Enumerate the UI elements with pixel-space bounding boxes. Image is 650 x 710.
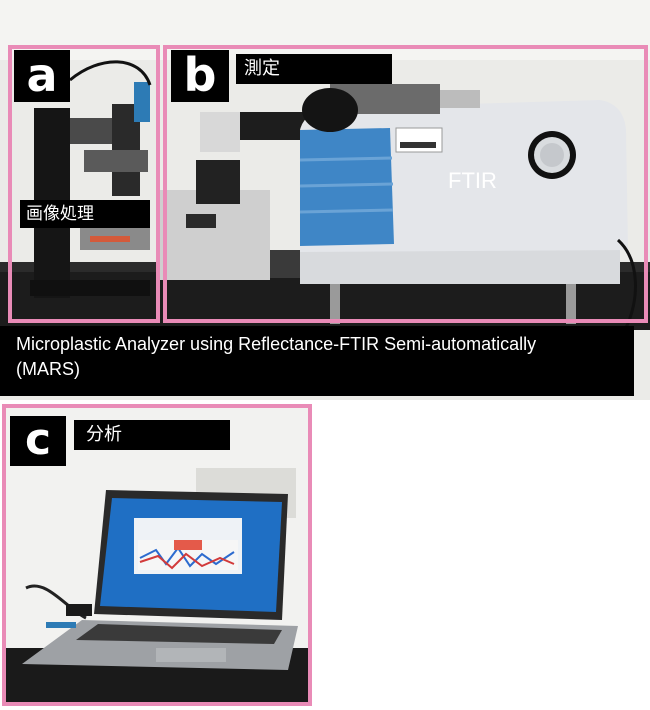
caption-line-2: (MARS) [16,359,80,379]
caption-line-1: Microplastic Analyzer using Reflectance-… [16,334,537,354]
panel-a-letter: a [14,50,70,102]
laptop-photo [6,408,308,704]
panel-b-frame [163,45,648,323]
panel-a-frame [8,45,160,323]
panel-c-letter: c [10,416,66,466]
panel-b-label: 測定 [236,54,392,84]
ftir-label: FTIR [448,168,497,193]
panel-b-letter: b [171,50,229,102]
panel-c-label: 分析 [74,420,230,450]
panel-c-photo [6,408,308,704]
panel-c-frame [2,404,312,706]
panel-a-label: 画像処理 [20,200,150,228]
figure-caption: Microplastic Analyzer using Reflectance-… [0,326,634,396]
